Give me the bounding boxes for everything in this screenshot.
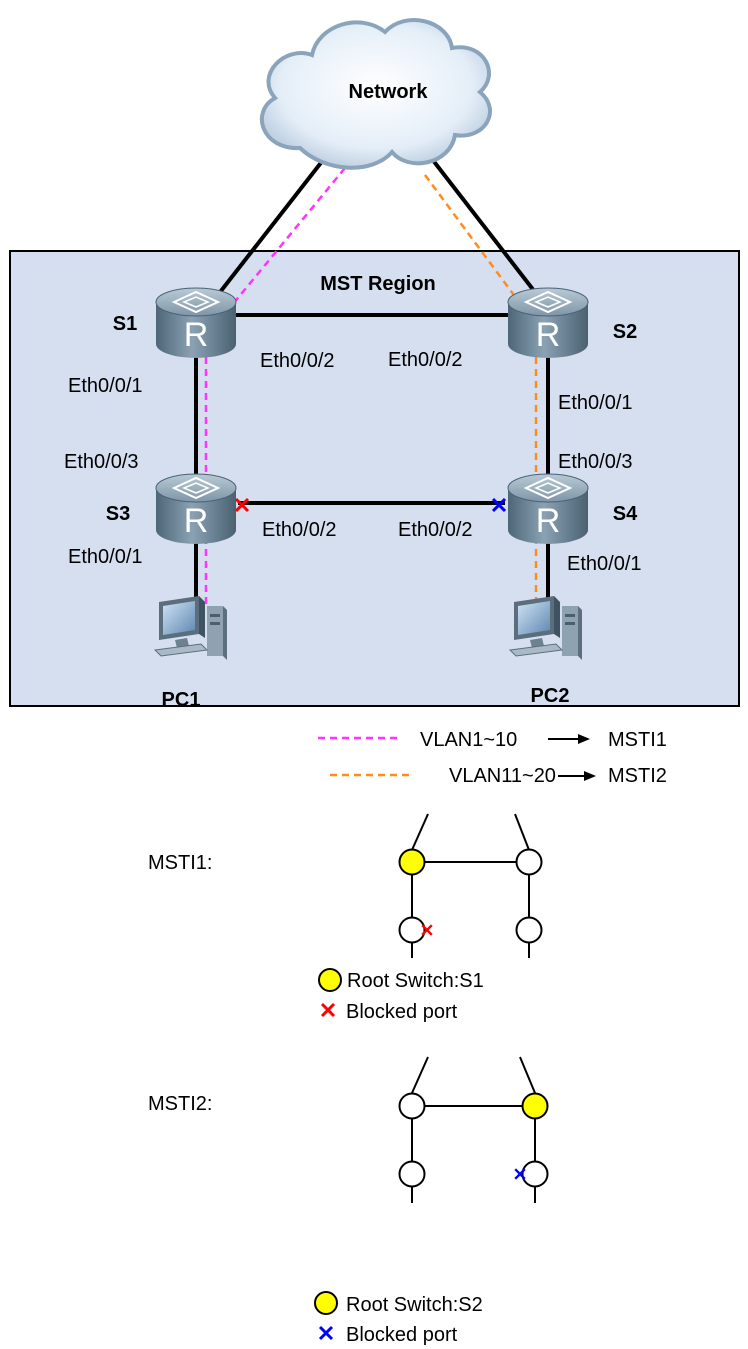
msti1-blocked-legend-icon [320,1002,336,1018]
msti1-root-text: Root Switch:S1 [347,970,484,992]
switch-s4-label: S4 [613,503,638,525]
msti2-topology [398,1056,549,1203]
msti1-topology [398,813,543,958]
network-cloud: Network [259,18,492,170]
region-label: MST Region [320,273,436,295]
port-label-s3-eth003: Eth0/0/3 [64,451,139,473]
msti2-blocked-text: Blocked port [346,1324,458,1346]
port-label-s4-eth003: Eth0/0/3 [558,451,633,473]
legend: VLAN1~10 MSTI1 VLAN11~20 MSTI2 [318,729,667,787]
port-label-s1-eth002: Eth0/0/2 [260,350,335,372]
pc1-label: PC1 [162,689,201,711]
legend-msti1-label: MSTI1 [608,729,667,751]
msti2-root-text: Root Switch:S2 [346,1294,483,1316]
msti1-label: MSTI1: [148,852,212,874]
msti2-label: MSTI2: [148,1093,212,1115]
msti1-root-node [398,848,426,876]
router-s4-icon [507,473,589,545]
switch-s2-label: S2 [613,321,637,343]
legend-vlan11-label: VLAN11~20 [449,765,556,787]
legend-arrow-1-head [578,734,590,744]
msti2-node-s1 [398,1092,426,1120]
port-label-s2-eth002: Eth0/0/2 [388,349,463,371]
msti2-root-legend-icon [314,1291,338,1315]
router-s3-icon [155,473,237,545]
legend-msti2-label: MSTI2 [608,765,667,787]
msti1-root-legend-icon [318,968,342,992]
msti2-path [423,174,538,605]
msti1-node-s3 [398,916,426,944]
port-label-s4-eth001: Eth0/0/1 [567,553,642,575]
msti2-blocked-legend-icon [318,1325,334,1341]
legend-vlan1-label: VLAN1~10 [420,729,517,751]
msti1-node-s4 [515,916,543,944]
msti2-node-s4 [521,1160,549,1188]
port-label-s3-eth002: Eth0/0/2 [262,519,337,541]
switch-s3-label: S3 [106,503,130,525]
msti1-node-s2 [515,848,543,876]
pc2-label: PC2 [531,685,570,707]
msti2-root-node [521,1092,549,1120]
legend-arrow-2-head [584,771,596,781]
switch-s1-label: S1 [113,313,137,335]
port-label-s4-eth002: Eth0/0/2 [398,519,473,541]
msti1-path [204,167,346,605]
router-s2-icon [507,287,589,359]
mst-region-box [9,250,740,707]
port-label-s3-eth001: Eth0/0/1 [68,546,143,568]
router-s1-icon [155,287,237,359]
port-label-s1-eth001: Eth0/0/1 [68,375,143,397]
port-label-s2-eth001: Eth0/0/1 [558,392,633,414]
msti2-node-s3 [398,1160,426,1188]
msti1-blocked-text: Blocked port [346,1001,458,1023]
network-label: Network [349,81,429,103]
